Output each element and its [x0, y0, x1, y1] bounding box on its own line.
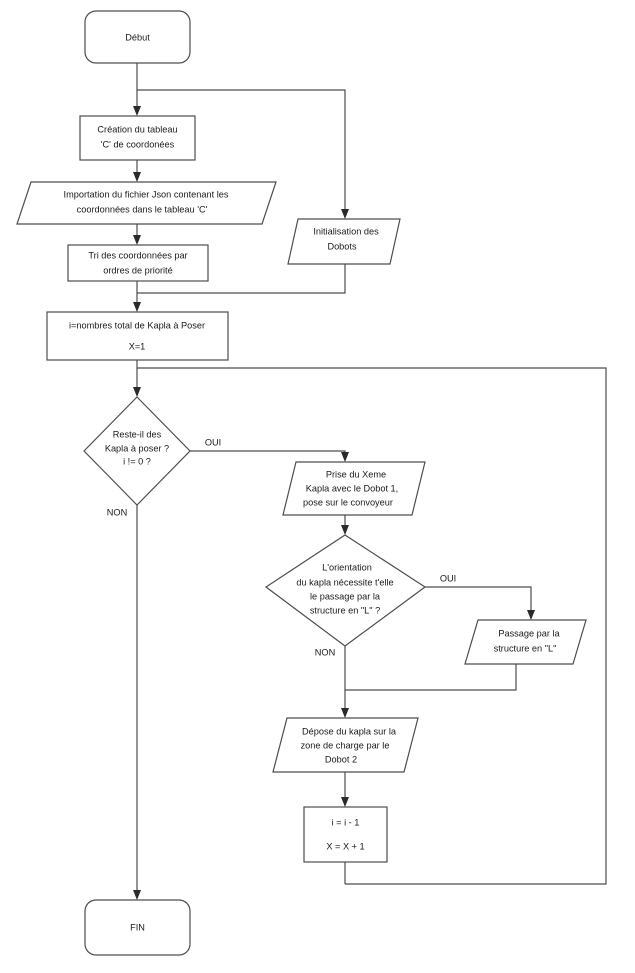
passage-l-line1: Passage par la	[498, 628, 560, 638]
decision-orientation-shape	[264, 534, 427, 647]
init-compteurs-line2: X=1	[129, 341, 146, 351]
passage-l-data-shape	[464, 619, 587, 665]
init-compteurs-process-shape	[46, 311, 229, 361]
decision-reste-line1: Reste-il des	[113, 429, 162, 439]
maj-compteurs-process-shape	[303, 806, 388, 863]
node-depose-kapla[interactable]: Dépose du kapla sur la zone de charge pa…	[272, 717, 419, 773]
node-end[interactable]: FIN	[84, 899, 191, 956]
start-label: Début	[125, 32, 150, 42]
arrowhead-dobots	[341, 209, 349, 219]
decision-reste-line3: i != 0 ?	[123, 456, 151, 466]
connector-loopback-rail	[137, 367, 607, 885]
decision-orientation-line3: le passage par la	[310, 591, 381, 601]
arrowhead-fin	[133, 890, 141, 900]
arrowhead-decision-orientation	[341, 525, 349, 535]
maj-compteurs-line2: X = X + 1	[326, 841, 364, 851]
node-decision-orientation[interactable]: L'orientation du kapla nécessite t'elle …	[264, 534, 427, 647]
edge-label-reste-non: NON	[107, 507, 127, 517]
connector-dobots-to-main	[137, 264, 346, 294]
connector-layer	[133, 63, 607, 900]
decision-orientation-line2: du kapla nécessite t'elle	[296, 577, 393, 587]
node-prise-kapla[interactable]: Prise du Xeme Kapla avec le Dobot 1, pos…	[282, 461, 426, 516]
importation-label-line2: coordonnées dans le tableau 'C'	[77, 204, 208, 214]
tri-process-shape	[67, 244, 209, 282]
start-terminator-shape	[84, 10, 191, 64]
decision-orientation-line1: L'orientation	[322, 562, 372, 572]
decision-reste-line2: Kapla à poser ?	[105, 443, 169, 453]
depose-kapla-data-shape	[272, 717, 419, 773]
arrowhead-decision-reste	[133, 387, 141, 397]
importation-data-shape	[16, 181, 277, 225]
arrowhead-prise-kapla	[341, 452, 349, 462]
maj-compteurs-line1: i = i - 1	[332, 817, 360, 827]
prise-kapla-line3: pose sur le convoyeur	[303, 497, 393, 507]
end-label: FIN	[130, 922, 145, 932]
connector-passage-l-to-main	[345, 664, 517, 691]
node-passage-structure-l[interactable]: Passage par la structure en "L"	[464, 619, 587, 665]
arrowhead-depose-kapla	[341, 708, 349, 718]
node-maj-compteurs[interactable]: i = i - 1 X = X + 1	[303, 806, 388, 863]
decision-orientation-line4: structure en "L" ?	[310, 605, 380, 615]
edge-label-orientation-oui: OUI	[440, 573, 456, 583]
edge-label-reste-oui: OUI	[205, 437, 221, 447]
depose-kapla-line2: zone de charge par le	[301, 740, 390, 750]
connector-orientation-oui	[425, 586, 532, 613]
creation-label-line2: 'C' de coordonées	[101, 139, 175, 149]
end-terminator-shape	[84, 899, 191, 956]
arrowhead-importation	[133, 172, 141, 182]
arrowhead-maj-compteurs	[341, 797, 349, 807]
dobots-label-line2: Dobots	[327, 241, 357, 251]
arrowhead-tri	[133, 235, 141, 245]
node-initialisation-dobots[interactable]: Initialisation des Dobots	[287, 218, 401, 265]
node-decision-reste[interactable]: Reste-il des Kapla à poser ? i != 0 ?	[83, 396, 191, 506]
tri-label-line1: Tri des coordonnées par	[88, 250, 187, 260]
depose-kapla-line3: Dobot 2	[325, 754, 357, 764]
node-importation-json[interactable]: Importation du fichier Json contenant le…	[16, 181, 277, 225]
depose-kapla-line1: Dépose du kapla sur la	[302, 726, 397, 736]
dobots-data-shape	[287, 218, 401, 265]
node-creation-tableau[interactable]: Création du tableau 'C' de coordonées	[79, 115, 196, 161]
init-compteurs-line1: i=nombres total de Kapla à Poser	[69, 320, 205, 330]
tri-label-line2: ordres de priorité	[103, 265, 172, 275]
edge-label-orientation-non: NON	[315, 647, 335, 657]
prise-kapla-line1: Prise du Xeme	[326, 469, 386, 479]
creation-process-shape	[79, 115, 196, 161]
arrowhead-creation	[133, 106, 141, 116]
creation-label-line1: Création du tableau	[97, 124, 177, 134]
connector-split-to-dobots-branch	[137, 89, 346, 212]
arrowhead-passage-l	[527, 610, 535, 620]
node-init-compteurs[interactable]: i=nombres total de Kapla à Poser X=1	[46, 311, 229, 361]
node-start[interactable]: Début	[84, 10, 191, 64]
decision-reste-shape	[83, 396, 191, 506]
prise-kapla-line2: Kapla avec le Dobot 1,	[306, 483, 398, 493]
passage-l-line2: structure en "L"	[494, 643, 557, 653]
dobots-label-line1: Initialisation des	[313, 226, 379, 236]
importation-label-line1: Importation du fichier Json contenant le…	[64, 189, 229, 199]
prise-kapla-data-shape	[282, 461, 426, 516]
connector-reste-oui	[190, 450, 346, 455]
node-tri-coordonnees[interactable]: Tri des coordonnées par ordres de priori…	[67, 244, 209, 282]
arrowhead-init-compteurs	[133, 302, 141, 312]
